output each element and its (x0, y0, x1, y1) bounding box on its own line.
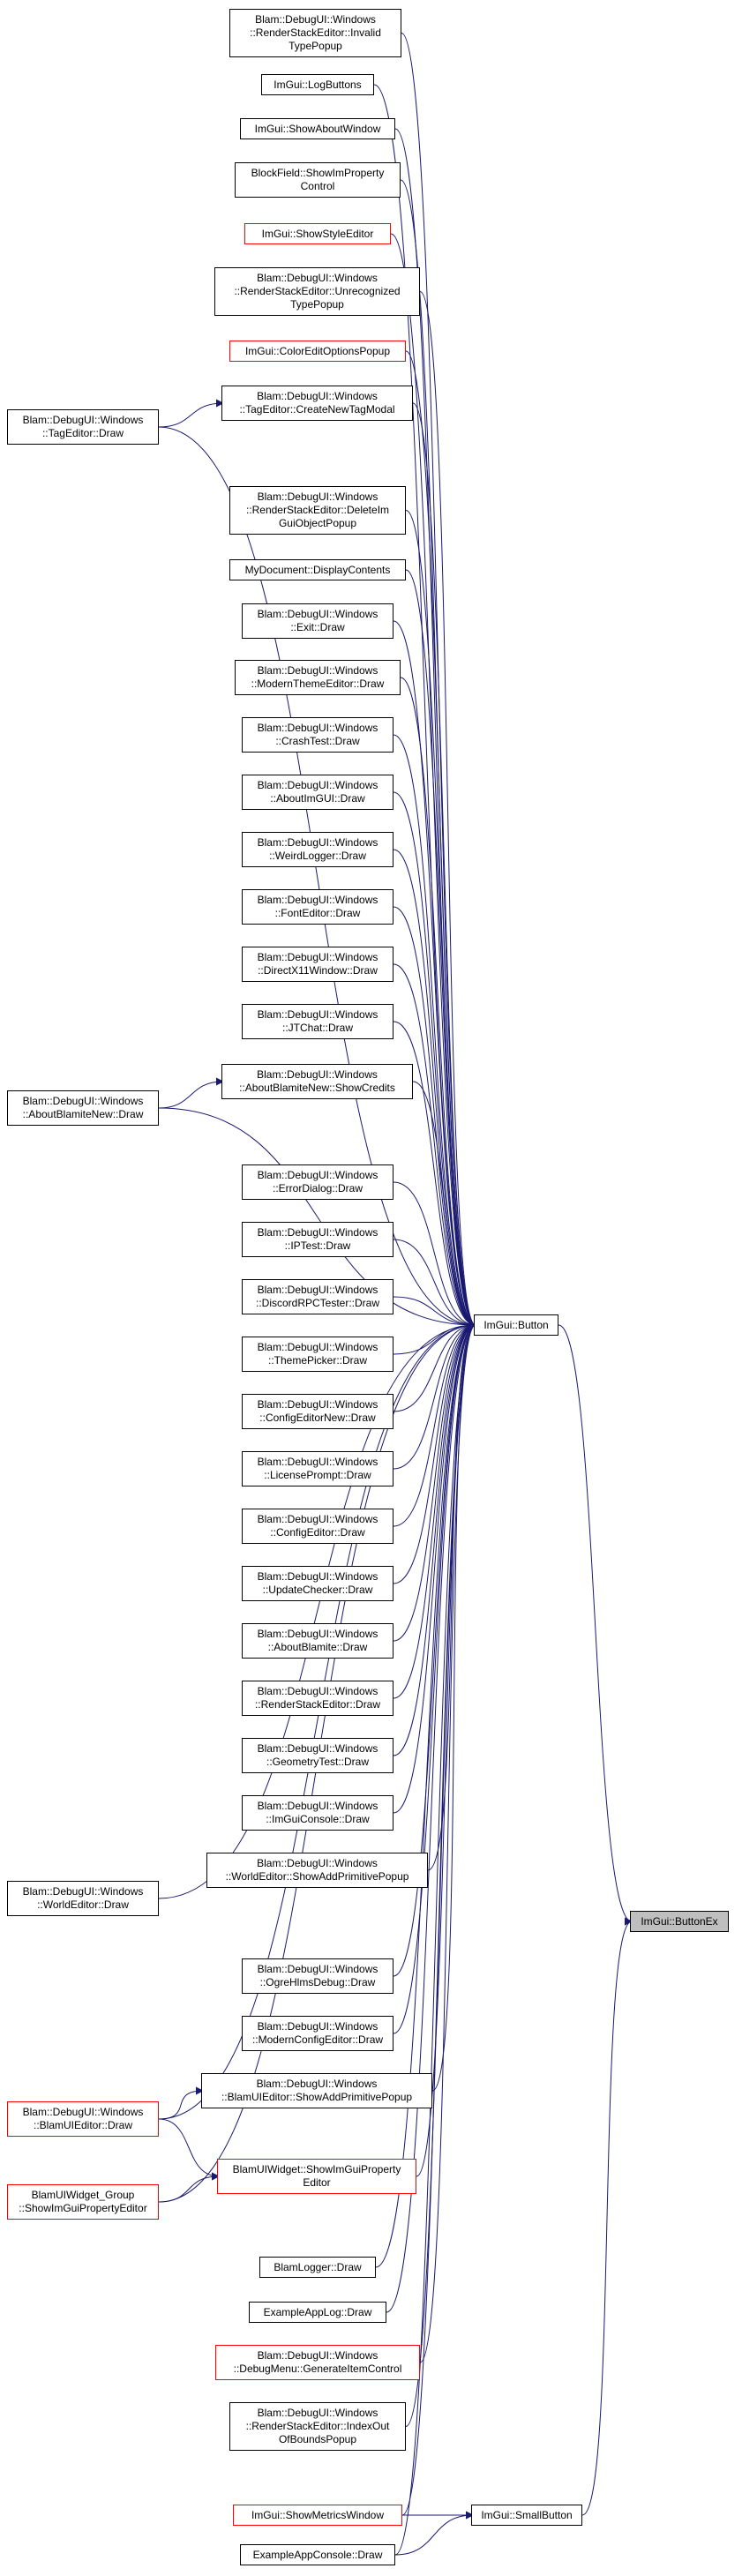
edge-n50-to-n25 (394, 1321, 476, 2556)
edge-n41-to-n25 (158, 1321, 476, 2120)
graph-node-n30[interactable]: Blam::DebugUI::Windows ::UpdateChecker::… (242, 1566, 393, 1601)
graph-node-n17[interactable]: Blam::DebugUI::Windows ::FontEditor::Dra… (242, 889, 393, 925)
graph-node-n24[interactable]: Blam::DebugUI::Windows ::DiscordRPCTeste… (242, 1279, 393, 1314)
edge-n02-to-n25 (373, 84, 476, 1329)
graph-node-n22[interactable]: Blam::DebugUI::Windows ::ErrorDialog::Dr… (242, 1164, 393, 1200)
graph-node-n27[interactable]: Blam::DebugUI::Windows ::ConfigEditorNew… (242, 1394, 393, 1429)
graph-node-n09[interactable]: Blam::DebugUI::Windows ::TagEditor::Draw (7, 409, 159, 445)
edge-n03-to-n25 (394, 128, 476, 1329)
edge-n08-to-n25 (412, 402, 476, 1329)
edge-n07-to-n25 (405, 350, 476, 1329)
edge-n48-to-n25 (401, 1321, 476, 2516)
edge-n25-to-n37 (558, 1324, 633, 1926)
edge-n38-to-n25 (393, 1321, 476, 1977)
graph-node-n16[interactable]: Blam::DebugUI::Windows ::WeirdLogger::Dr… (242, 832, 393, 867)
edge-n18-to-n25 (393, 963, 476, 1329)
edge-n11-to-n25 (405, 569, 476, 1329)
edge-n10-to-n25 (405, 510, 476, 1329)
graph-node-n11[interactable]: MyDocument::DisplayContents (229, 559, 406, 580)
graph-node-n46[interactable]: Blam::DebugUI::Windows ::DebugMenu::Gene… (215, 2345, 420, 2380)
graph-node-n41[interactable]: Blam::DebugUI::Windows ::BlamUIEditor::D… (7, 2101, 159, 2137)
graph-node-n01[interactable]: Blam::DebugUI::Windows ::RenderStackEdit… (229, 9, 401, 57)
graph-node-n35[interactable]: Blam::DebugUI::Windows ::WorldEditor::Sh… (206, 1853, 428, 1888)
edge-n29-to-n25 (393, 1321, 476, 1527)
edge-n32-to-n25 (393, 1321, 476, 1699)
graph-node-n07[interactable]: ImGui::ColorEditOptionsPopup (229, 341, 406, 362)
edge-n14-to-n25 (393, 734, 476, 1329)
edge-n31-to-n25 (393, 1321, 476, 1642)
edge-n16-to-n25 (393, 849, 476, 1329)
graph-node-n50[interactable]: ExampleAppConsole::Draw (240, 2544, 395, 2565)
graph-node-n47[interactable]: Blam::DebugUI::Windows ::RenderStackEdit… (229, 2402, 406, 2451)
edge-n46-to-n25 (419, 1321, 476, 2363)
graph-node-n32[interactable]: Blam::DebugUI::Windows ::RenderStackEdit… (242, 1681, 393, 1716)
edge-n41-to-n42 (158, 2118, 220, 2181)
edge-n21-to-n20 (158, 1077, 224, 1109)
graph-node-n36[interactable]: Blam::DebugUI::Windows ::WorldEditor::Dr… (7, 1881, 159, 1916)
graph-node-n12[interactable]: Blam::DebugUI::Windows ::Exit::Draw (242, 603, 393, 639)
graph-node-n26[interactable]: Blam::DebugUI::Windows ::ThemePicker::Dr… (242, 1337, 393, 1372)
graph-node-n29[interactable]: Blam::DebugUI::Windows ::ConfigEditor::D… (242, 1509, 393, 1544)
edge-n06-to-n25 (419, 291, 476, 1329)
graph-node-n18[interactable]: Blam::DebugUI::Windows ::DirectX11Window… (242, 947, 393, 982)
graph-node-n08[interactable]: Blam::DebugUI::Windows ::TagEditor::Crea… (221, 386, 413, 421)
edge-n35-to-n25 (427, 1321, 476, 1871)
edge-n19-to-n25 (393, 1021, 476, 1329)
edge-n49-to-n37 (581, 1917, 633, 2516)
edge-n09-to-n08 (158, 399, 224, 428)
graph-node-n28[interactable]: Blam::DebugUI::Windows ::LicensePrompt::… (242, 1451, 393, 1486)
graph-node-n25[interactable]: ImGui::Button (474, 1314, 558, 1336)
edge-n15-to-n25 (393, 791, 476, 1329)
graph-node-n20[interactable]: Blam::DebugUI::Windows ::AboutBlamiteNew… (221, 1064, 413, 1099)
graph-node-n40[interactable]: Blam::DebugUI::Windows ::BlamUIEditor::S… (201, 2073, 432, 2108)
graph-node-n19[interactable]: Blam::DebugUI::Windows ::JTChat::Draw (242, 1004, 393, 1039)
edge-n34-to-n25 (393, 1321, 476, 1814)
edge-n43-to-n42 (158, 2172, 220, 2203)
edge-n23-to-n25 (393, 1239, 476, 1329)
edge-n30-to-n25 (393, 1321, 476, 1584)
edge-n45-to-n25 (386, 1321, 476, 2313)
edge-n09-to-n25 (158, 426, 476, 1329)
graph-node-n33[interactable]: Blam::DebugUI::Windows ::GeometryTest::D… (242, 1738, 393, 1773)
graph-node-n04[interactable]: BlockField::ShowImProperty Control (235, 162, 401, 198)
graph-node-n34[interactable]: Blam::DebugUI::Windows ::ImGuiConsole::D… (242, 1795, 393, 1831)
edge-n39-to-n25 (393, 1321, 476, 2034)
graph-node-n49[interactable]: ImGui::SmallButton (471, 2505, 582, 2526)
graph-node-n48[interactable]: ImGui::ShowMetricsWindow (233, 2505, 402, 2526)
graph-node-n14[interactable]: Blam::DebugUI::Windows ::CrashTest::Draw (242, 717, 393, 753)
edge-n33-to-n25 (393, 1321, 476, 1756)
graph-node-n37: ImGui::ButtonEx (630, 1911, 729, 1932)
graph-node-n05[interactable]: ImGui::ShowStyleEditor (244, 223, 391, 244)
graph-node-n15[interactable]: Blam::DebugUI::Windows ::AboutImGUI::Dra… (242, 775, 393, 810)
edge-n44-to-n25 (375, 1321, 476, 2268)
graph-node-n03[interactable]: ImGui::ShowAboutWindow (240, 118, 395, 139)
graph-node-n44[interactable]: BlamLogger::Draw (259, 2257, 376, 2278)
graph-node-n31[interactable]: Blam::DebugUI::Windows ::AboutBlamite::D… (242, 1623, 393, 1659)
edge-n50-to-n49 (394, 2511, 474, 2556)
graph-node-n39[interactable]: Blam::DebugUI::Windows ::ModernConfigEdi… (242, 2016, 393, 2051)
graph-node-n45[interactable]: ExampleAppLog::Draw (249, 2302, 386, 2323)
edge-n24-to-n25 (393, 1296, 476, 1329)
graph-node-n38[interactable]: Blam::DebugUI::Windows ::OgreHlmsDebug::… (242, 1958, 393, 1994)
edge-n20-to-n25 (412, 1081, 476, 1329)
graph-node-n02[interactable]: ImGui::LogButtons (261, 74, 374, 95)
graph-node-n06[interactable]: Blam::DebugUI::Windows ::RenderStackEdit… (214, 267, 420, 316)
edge-n28-to-n25 (393, 1321, 476, 1470)
edge-n21-to-n25 (158, 1107, 476, 1329)
graph-node-n10[interactable]: Blam::DebugUI::Windows ::RenderStackEdit… (229, 486, 406, 535)
graph-node-n21[interactable]: Blam::DebugUI::Windows ::AboutBlamiteNew… (7, 1090, 159, 1126)
edge-n13-to-n25 (400, 677, 476, 1329)
graph-node-n23[interactable]: Blam::DebugUI::Windows ::IPTest::Draw (242, 1222, 393, 1257)
edge-n27-to-n25 (393, 1321, 476, 1412)
edge-n22-to-n25 (393, 1181, 476, 1329)
graph-node-n43[interactable]: BlamUIWidget_Group ::ShowImGuiPropertyEd… (7, 2184, 159, 2220)
edge-n12-to-n25 (393, 620, 476, 1329)
graph-node-n13[interactable]: Blam::DebugUI::Windows ::ModernThemeEdit… (235, 660, 401, 695)
edge-n41-to-n40 (158, 2086, 204, 2120)
graph-node-n42[interactable]: BlamUIWidget::ShowImGuiProperty Editor (217, 2159, 416, 2194)
